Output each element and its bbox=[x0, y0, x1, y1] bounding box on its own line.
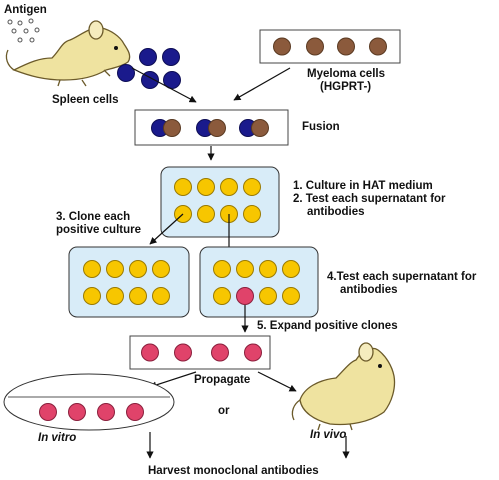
antigen-label: Antigen bbox=[4, 4, 47, 16]
arrow-hat-to-left-clone bbox=[149, 213, 184, 245]
arrow-myeloma-to-fusion bbox=[233, 67, 291, 101]
in-vitro-label: In vitro bbox=[38, 432, 77, 444]
expanded-clone-cells bbox=[141, 343, 262, 362]
in-vitro-flask bbox=[3, 373, 175, 431]
antigen-dots-icon bbox=[7, 18, 40, 43]
arrow-to-in-vivo bbox=[257, 371, 297, 392]
myeloma-label-line2: (HGPRT-) bbox=[320, 81, 372, 93]
hat-culture-wells bbox=[174, 178, 261, 223]
fusion-label: Fusion bbox=[302, 121, 340, 133]
step1-label: 1. Culture in HAT medium bbox=[293, 180, 433, 192]
myeloma-label-line1: Myeloma cells bbox=[307, 68, 385, 80]
clone-plate-right-wells bbox=[213, 260, 300, 305]
myeloma-cells bbox=[273, 37, 387, 56]
step5-label: 5. Expand positive clones bbox=[257, 320, 398, 332]
in-vitro-cells bbox=[39, 403, 144, 421]
propagate-label: Propagate bbox=[194, 374, 251, 386]
arrow-to-in-vitro bbox=[149, 371, 197, 389]
step3-label-line2: positive culture bbox=[56, 224, 141, 236]
spleen-cells-label: Spleen cells bbox=[52, 94, 119, 106]
step2-label-line1: 2. Test each supernatant for bbox=[293, 193, 446, 205]
step4-label-line1: 4.Test each supernatant for bbox=[327, 271, 477, 283]
step2-label-line2: antibodies bbox=[307, 206, 365, 218]
hat-culture-plate bbox=[160, 166, 280, 238]
harvest-label: Harvest monoclonal antibodies bbox=[148, 465, 319, 477]
step4-label-line2: antibodies bbox=[340, 284, 398, 296]
mouse-icon bbox=[291, 342, 396, 431]
mouse-icon bbox=[5, 20, 131, 87]
in-vivo-label: In vivo bbox=[310, 429, 347, 441]
clone-plate-right bbox=[199, 246, 319, 318]
hybrid-cells bbox=[151, 119, 269, 137]
or-label: or bbox=[218, 405, 230, 417]
clone-plate-left-wells bbox=[83, 260, 170, 305]
clone-plate-left bbox=[68, 246, 190, 318]
step3-label-line1: 3. Clone each bbox=[56, 211, 131, 223]
arrow-spleen-to-fusion bbox=[131, 67, 197, 103]
spleen-cells bbox=[117, 48, 181, 89]
